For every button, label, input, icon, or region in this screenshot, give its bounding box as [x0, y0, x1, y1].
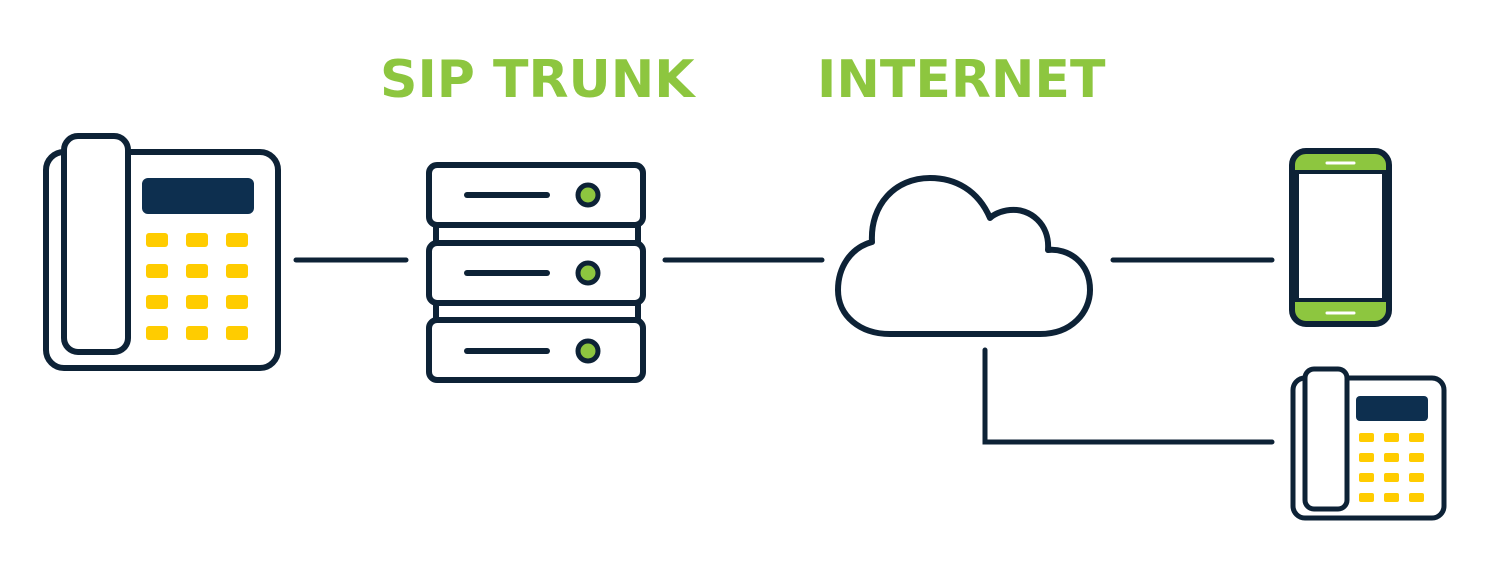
- desk-phone-left-icon: [43, 133, 281, 371]
- connections: [293, 257, 1275, 445]
- internet-label: INTERNET: [817, 50, 1106, 110]
- smartphone-icon: [1289, 148, 1392, 327]
- desk-phone-right-icon: [1290, 366, 1447, 521]
- cloud-icon: [835, 175, 1093, 337]
- sip-trunk-label: SIP TRUNK: [380, 50, 695, 110]
- connector-cloud-to-desk-phone: [982, 347, 1275, 445]
- server-rack-icon: [426, 162, 646, 383]
